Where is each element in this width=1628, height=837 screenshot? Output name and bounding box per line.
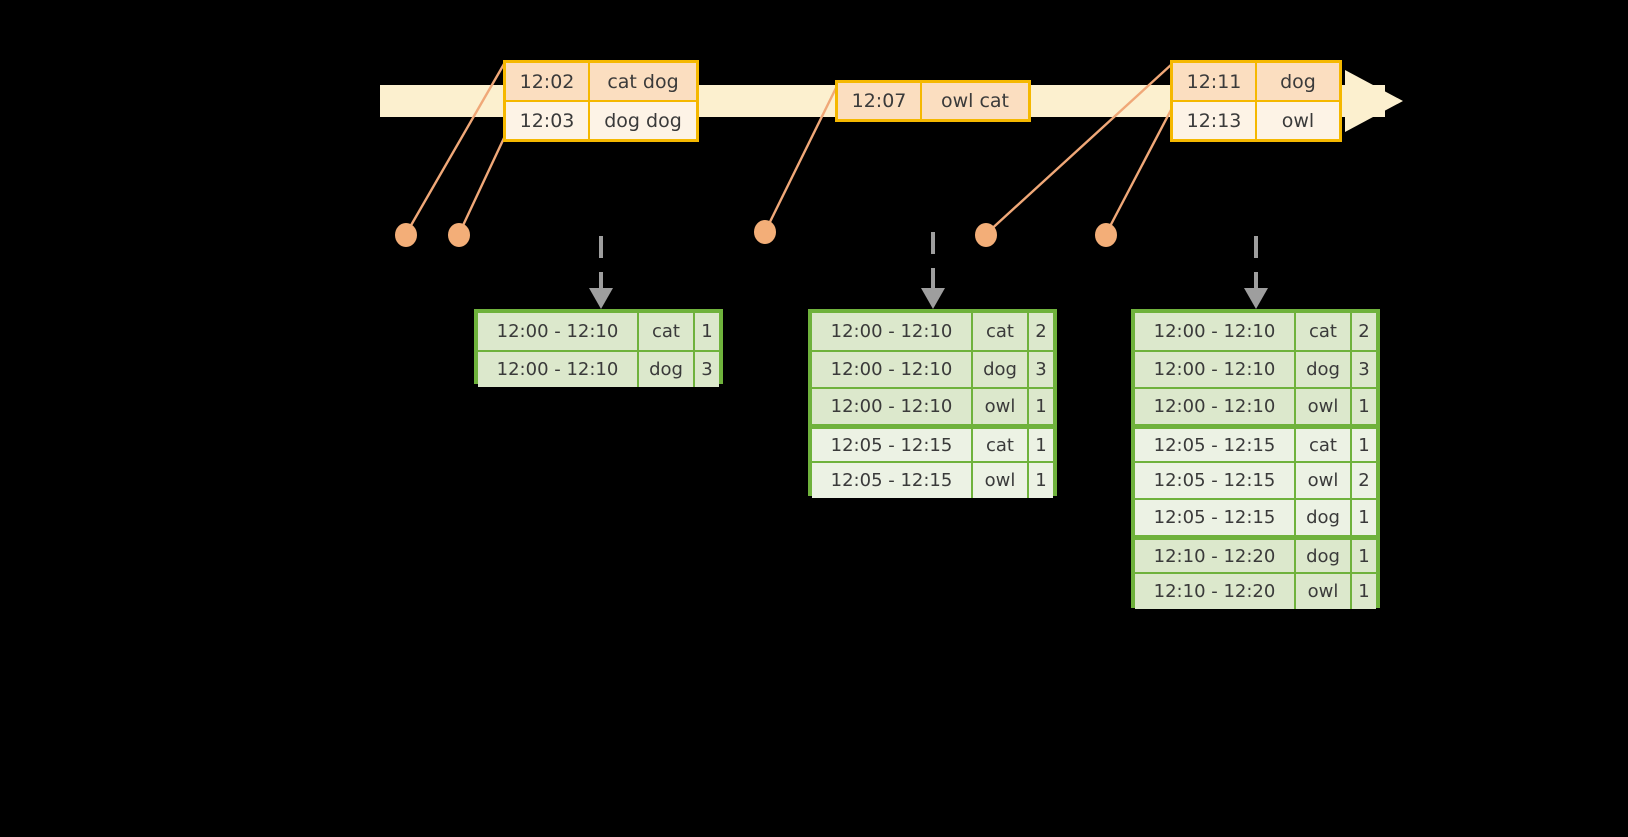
cell-word: owl <box>1296 574 1352 609</box>
cell-window: 12:00 - 12:10 <box>812 352 973 387</box>
event-box-1[interactable]: 12:02 cat dog 12:03 dog dog <box>503 60 699 142</box>
cell-window: 12:00 - 12:10 <box>478 313 639 350</box>
cell-word: dog <box>1296 500 1352 535</box>
event-row[interactable]: 12:11 dog <box>1173 63 1339 100</box>
cell-count: 1 <box>701 321 713 342</box>
cell-window: 12:05 - 12:15 <box>812 429 973 461</box>
cell-count: 1 <box>1358 434 1370 456</box>
event-row[interactable]: 12:07 owl cat <box>838 83 1028 119</box>
cell-count: 2 <box>1358 470 1370 491</box>
stream-dots <box>395 220 1117 247</box>
event-time: 12:03 <box>506 102 590 139</box>
cell-word: dog <box>639 352 695 387</box>
cell-window: 12:00 - 12:10 <box>812 389 973 424</box>
dashed-arrows <box>599 232 1258 296</box>
event-row[interactable]: 12:02 cat dog <box>506 63 696 100</box>
cell-count: 1 <box>1035 396 1047 417</box>
event-box-3[interactable]: 12:11 dog 12:13 owl <box>1170 60 1342 142</box>
cell-word: cat <box>639 313 695 350</box>
cell-count: 3 <box>1035 359 1047 380</box>
event-time: 12:02 <box>506 63 590 100</box>
event-box-2[interactable]: 12:07 owl cat <box>835 80 1031 122</box>
cell-window: 12:00 - 12:10 <box>1135 352 1296 387</box>
cell-window: 12:10 - 12:20 <box>1135 540 1296 572</box>
cell-window: 12:05 - 12:15 <box>1135 463 1296 498</box>
cell-window: 12:00 - 12:10 <box>1135 313 1296 350</box>
cell-word: dog <box>1296 540 1352 572</box>
cell-word: owl <box>973 463 1029 498</box>
cell-word: owl <box>973 389 1029 424</box>
cell-count: 2 <box>1358 321 1370 342</box>
cell-window: 12:05 - 12:15 <box>1135 500 1296 535</box>
event-words: dog dog <box>604 109 682 132</box>
cell-word: owl <box>1296 463 1352 498</box>
cell-count: 1 <box>1358 396 1370 417</box>
cell-word: owl <box>1296 389 1352 424</box>
cell-count: 1 <box>1358 581 1370 602</box>
dashed-arrow-heads <box>589 288 1268 309</box>
cell-count: 1 <box>1035 470 1047 491</box>
cell-count: 1 <box>1358 507 1370 528</box>
stream-dot-5 <box>1095 223 1117 247</box>
cell-word: cat <box>973 429 1029 461</box>
event-time: 12:11 <box>1173 63 1257 100</box>
event-row[interactable]: 12:13 owl <box>1173 100 1339 139</box>
cell-word: cat <box>1296 429 1352 461</box>
event-words: cat dog <box>607 70 679 93</box>
cell-word: dog <box>1296 352 1352 387</box>
cell-window: 12:00 - 12:10 <box>1135 389 1296 424</box>
cell-word: cat <box>1296 313 1352 350</box>
cell-window: 12:00 - 12:10 <box>478 352 639 387</box>
cell-count: 3 <box>701 359 713 380</box>
stream-dot-1 <box>395 223 417 247</box>
stream-dot-2 <box>448 223 470 247</box>
cell-count: 2 <box>1035 321 1047 342</box>
cell-window: 12:10 - 12:20 <box>1135 574 1296 609</box>
cell-word: dog <box>973 352 1029 387</box>
cell-count: 1 <box>1358 545 1370 567</box>
stream-dot-4 <box>975 223 997 247</box>
event-words: dog <box>1280 70 1316 93</box>
event-time: 12:07 <box>838 83 922 119</box>
event-words: owl <box>1281 109 1315 132</box>
cell-count: 1 <box>1035 434 1047 456</box>
cell-window: 12:05 - 12:15 <box>812 463 973 498</box>
event-time: 12:13 <box>1173 102 1257 139</box>
cell-count: 3 <box>1358 359 1370 380</box>
stream-dot-3 <box>754 220 776 244</box>
cell-window: 12:00 - 12:10 <box>812 313 973 350</box>
cell-word: cat <box>973 313 1029 350</box>
cell-window: 12:05 - 12:15 <box>1135 429 1296 461</box>
event-words: owl cat <box>940 90 1010 112</box>
event-row[interactable]: 12:03 dog dog <box>506 100 696 139</box>
